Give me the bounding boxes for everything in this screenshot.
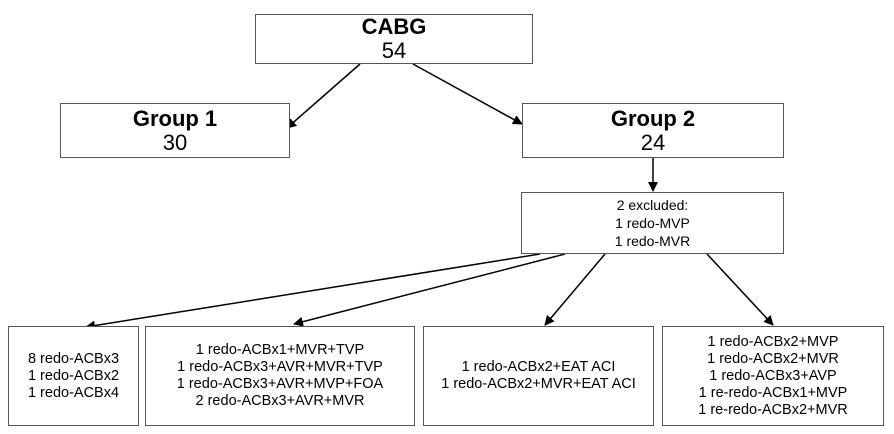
group-2-title: Group 2 <box>610 105 696 131</box>
leaf-line: 1 redo-ACBx3+AVR+MVP+FOA <box>176 376 384 392</box>
excluded-line: 1 redo-MVP <box>615 215 690 231</box>
leaf-line: 1 redo-ACBx1+MVR+TVP <box>195 342 365 358</box>
leaf-line: 1 redo-ACBx2 <box>27 367 120 384</box>
leaf-line: 1 redo-ACBx2+MVR+EAT ACI <box>441 376 636 392</box>
group-2-box: Group 2 24 <box>522 103 784 158</box>
leaf-line: 1 redo-ACBx3+AVP <box>709 367 837 384</box>
leaf-line: 1 redo-ACBx2+MVP <box>707 333 839 350</box>
cabg-count: 54 <box>381 38 407 63</box>
leaf-box-2: 1 redo-ACBx1+MVR+TVP 1 redo-ACBx3+AVR+MV… <box>145 326 415 426</box>
group-2-count: 24 <box>640 129 666 155</box>
cabg-title: CABG <box>361 14 427 39</box>
excluded-line: 1 redo-MVR <box>614 233 691 249</box>
arrow-cabg-to-group2 <box>412 63 523 125</box>
arrow-cabg-to-group1 <box>286 63 361 129</box>
cabg-box: CABG 54 <box>255 14 533 64</box>
arrow-excluded-to-leaf-1 <box>85 253 541 331</box>
arrow-excluded-to-leaf-3 <box>544 253 606 326</box>
leaf-line: 1 redo-ACBx2+MVR <box>707 350 839 367</box>
leaf-box-1: 8 redo-ACBx3 1 redo-ACBx2 1 redo-ACBx4 <box>8 326 139 426</box>
arrow-excluded-to-leaf-2 <box>293 253 566 327</box>
arrow-excluded-to-leaf-4 <box>706 253 774 326</box>
group-1-count: 30 <box>162 129 188 155</box>
leaf-line: 8 redo-ACBx3 <box>27 350 120 367</box>
leaf-box-3: 1 redo-ACBx2+EAT ACI 1 redo-ACBx2+MVR+EA… <box>423 326 654 426</box>
leaf-line: 1 redo-ACBx2+EAT ACI <box>461 359 616 375</box>
leaf-line: 1 redo-ACBx3+AVR+MVR+TVP <box>177 359 383 375</box>
leaf-box-4: 1 redo-ACBx2+MVP 1 redo-ACBx2+MVR 1 redo… <box>662 326 884 426</box>
leaf-line: 1 redo-ACBx4 <box>27 384 120 401</box>
leaf-line: 1 re-redo-ACBx1+MVP <box>698 384 848 401</box>
leaf-line: 1 re-redo-ACBx2+MVR <box>698 401 848 418</box>
group-1-box: Group 1 30 <box>60 103 290 158</box>
excluded-line: 2 excluded: <box>616 197 689 213</box>
leaf-line: 2 redo-ACBx3+AVR+MVR <box>195 393 365 409</box>
group-1-title: Group 1 <box>132 105 218 131</box>
excluded-box: 2 excluded: 1 redo-MVP 1 redo-MVR <box>521 192 784 254</box>
